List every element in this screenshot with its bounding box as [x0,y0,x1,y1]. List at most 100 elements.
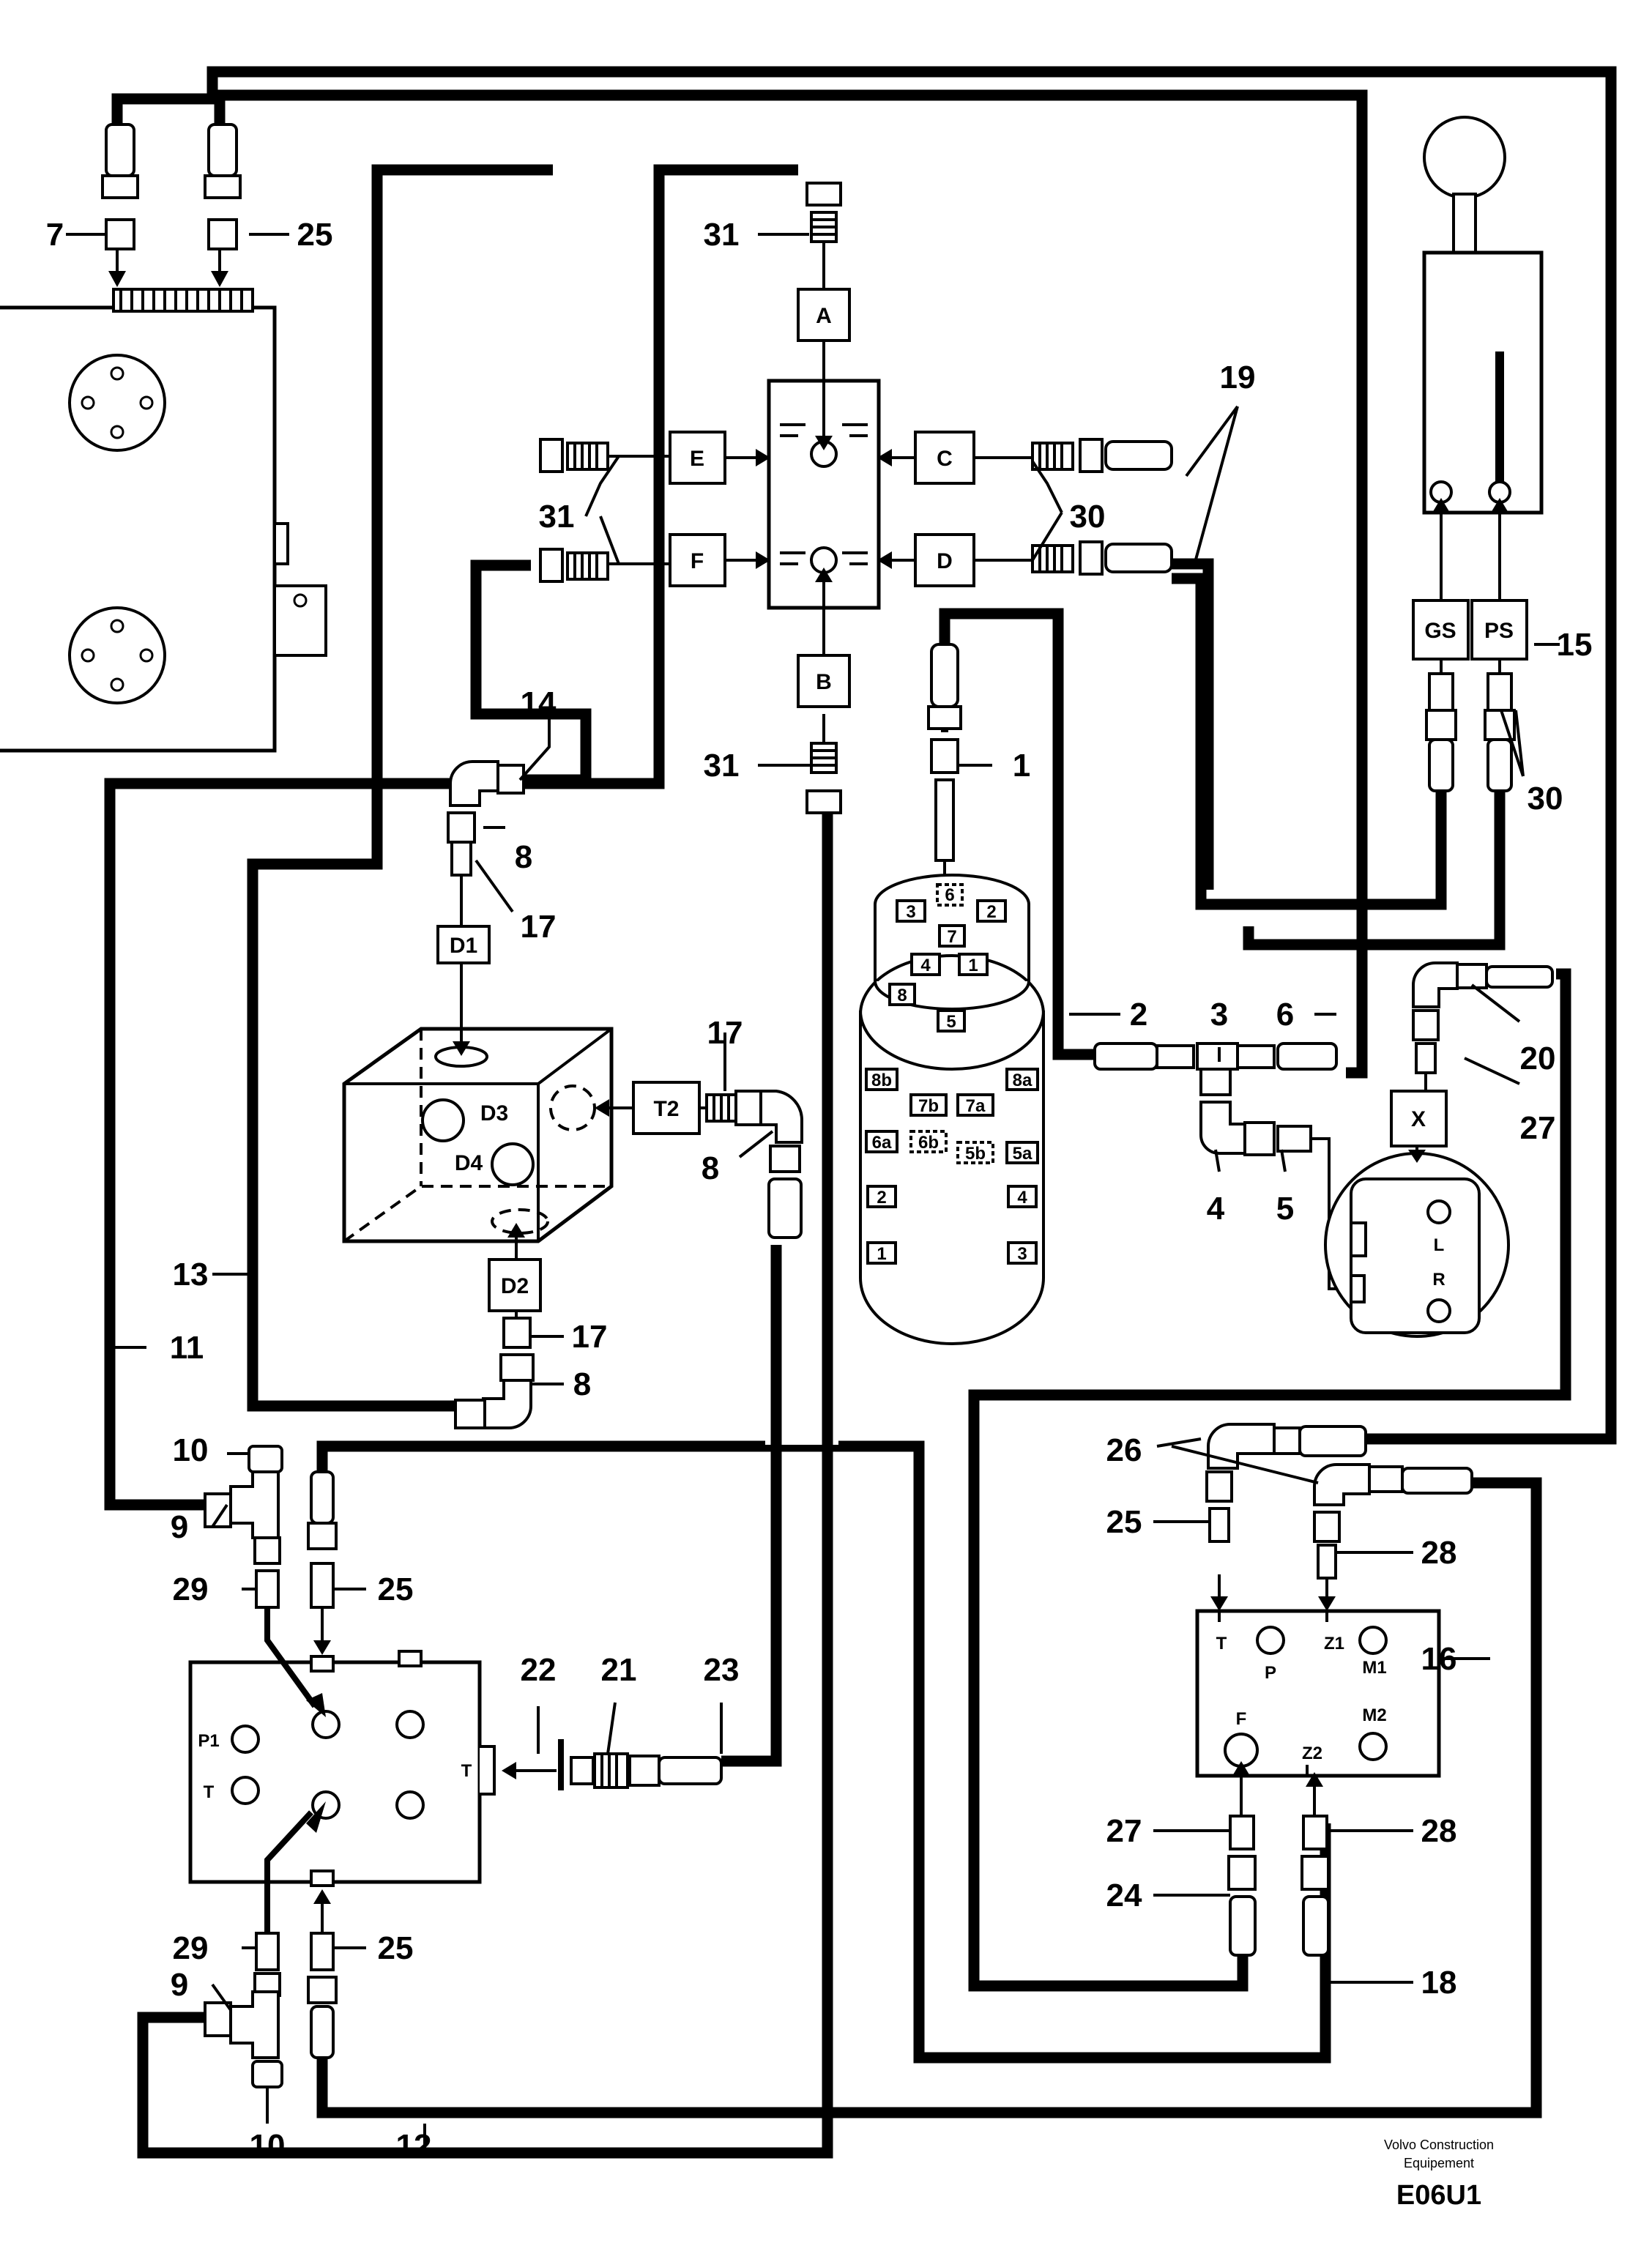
cell-label: 4 [920,956,931,975]
callout-30-right: 30 [1528,781,1563,816]
callout-16: 16 [1421,1641,1457,1677]
port-label-a: A [816,304,832,328]
callout-24: 24 [1106,1878,1142,1913]
port-label-z1: Z1 [1324,1634,1344,1653]
cell-label: 7 [947,927,956,947]
cell-label: 2 [986,902,996,922]
drawing-credit: Volvo Construction Equipement E06U1 [1384,2138,1494,2211]
fittings-21-22 [558,1739,723,1790]
manifold [725,322,915,681]
callout-25-mid: 25 [378,1571,414,1607]
callout-25-r: 25 [1106,1504,1142,1540]
cell-label: 8 [897,986,907,1005]
callout-numbers: 7 25 31 31 30 19 14 8 17 31 1 2 3 6 4 5 … [46,217,1593,2164]
port-label-p: P [1265,1663,1276,1683]
callout-12: 12 [396,2128,432,2164]
port-label-p1: P1 [198,1731,219,1751]
fitting-31-top [805,182,842,289]
callout-20: 20 [1520,1041,1556,1076]
cell-label: 7b [918,1096,939,1116]
selector-switch [1324,1146,1510,1338]
callout-9-top: 9 [171,1509,188,1545]
fittings-cd [974,438,1173,576]
fittings-t2 [699,1090,804,1239]
control-lever [1422,116,1544,792]
callout-2: 2 [1130,997,1147,1033]
fittings-d2 [454,1311,535,1429]
port-label-f-valve: F [1236,1709,1247,1729]
valve-fittings-upper [204,1445,338,1609]
callout-17-a: 17 [521,909,557,945]
port-label-gs: GS [1424,619,1456,643]
cell-label: 4 [1017,1188,1027,1208]
line-upper-valve [316,1440,1331,2064]
fittings-ef [539,438,670,583]
callout-28-b: 28 [1421,1813,1457,1849]
line-d [1172,558,1214,890]
leader-lines [66,233,1560,2153]
callout-8-b: 8 [702,1150,719,1186]
port-label-l: L [1434,1235,1445,1255]
callout-11: 11 [170,1330,204,1366]
cell-label: 8b [871,1071,892,1090]
callout-27-b: 27 [1106,1813,1142,1849]
cell-label: 3 [906,902,915,922]
port-label-m2: M2 [1362,1705,1386,1725]
port-label-c: C [937,447,953,471]
callout-28-a: 28 [1421,1535,1457,1571]
port-label-t-right: T [461,1761,472,1781]
cell-label: 1 [968,956,978,975]
joystick-cells [865,883,1039,1265]
callout-4: 4 [1207,1191,1225,1227]
line-23 [721,1245,782,1767]
line-7 [111,66,1617,1445]
callout-31-left: 31 [539,499,575,535]
callout-31-bot: 31 [704,748,740,784]
callout-22: 22 [521,1652,557,1688]
line-24 [968,968,1571,1992]
crossing-gap [765,1432,838,1445]
line-ps [1243,791,1506,950]
valve-block-d [342,963,633,1260]
fitting-20-27 [1412,961,1554,1091]
line-13 [247,164,553,1412]
callout-9-bot: 9 [171,1967,188,2003]
line-14 [470,559,592,786]
callout-1: 1 [1013,748,1030,784]
port-label-r: R [1432,1270,1445,1290]
callout-25-top: 25 [297,217,333,253]
tee-fitting [1093,1042,1366,1298]
line-b [137,809,833,2159]
callout-6: 6 [1276,997,1294,1033]
line-25-top [214,89,1368,1079]
port-label-z2: Z2 [1302,1744,1322,1763]
pump-hose-ends [101,123,242,287]
port-label-d1: D1 [450,934,477,958]
cell-label: 6 [945,885,954,905]
callout-21: 21 [601,1652,637,1688]
callout-30-mid: 30 [1070,499,1106,535]
valve-fittings-lower [204,1932,338,2088]
cell-label: 2 [877,1188,886,1208]
fittings-d1 [447,760,525,926]
cell-label: 5 [946,1012,956,1032]
cell-label: 5a [1013,1144,1032,1164]
cell-label: 3 [1017,1244,1027,1264]
directional-valve [188,1607,557,1944]
callout-7: 7 [46,217,64,253]
callout-26: 26 [1106,1432,1142,1468]
callout-14: 14 [521,685,557,721]
port-label-f: F [691,549,704,573]
cell-label: 6b [918,1133,939,1153]
pilot-valve [1195,1574,1441,1816]
cell-label: 8a [1013,1071,1032,1090]
port-label-t-left: T [204,1782,215,1802]
callout-17-b: 17 [707,1015,743,1051]
callout-10-top: 10 [173,1432,209,1468]
credit-line-2: Equipement [1404,2156,1474,2170]
callout-10-bot: 10 [250,2128,286,2164]
line-11 [104,164,798,1511]
callout-29-top: 29 [173,1571,209,1607]
callout-19: 19 [1220,360,1256,395]
